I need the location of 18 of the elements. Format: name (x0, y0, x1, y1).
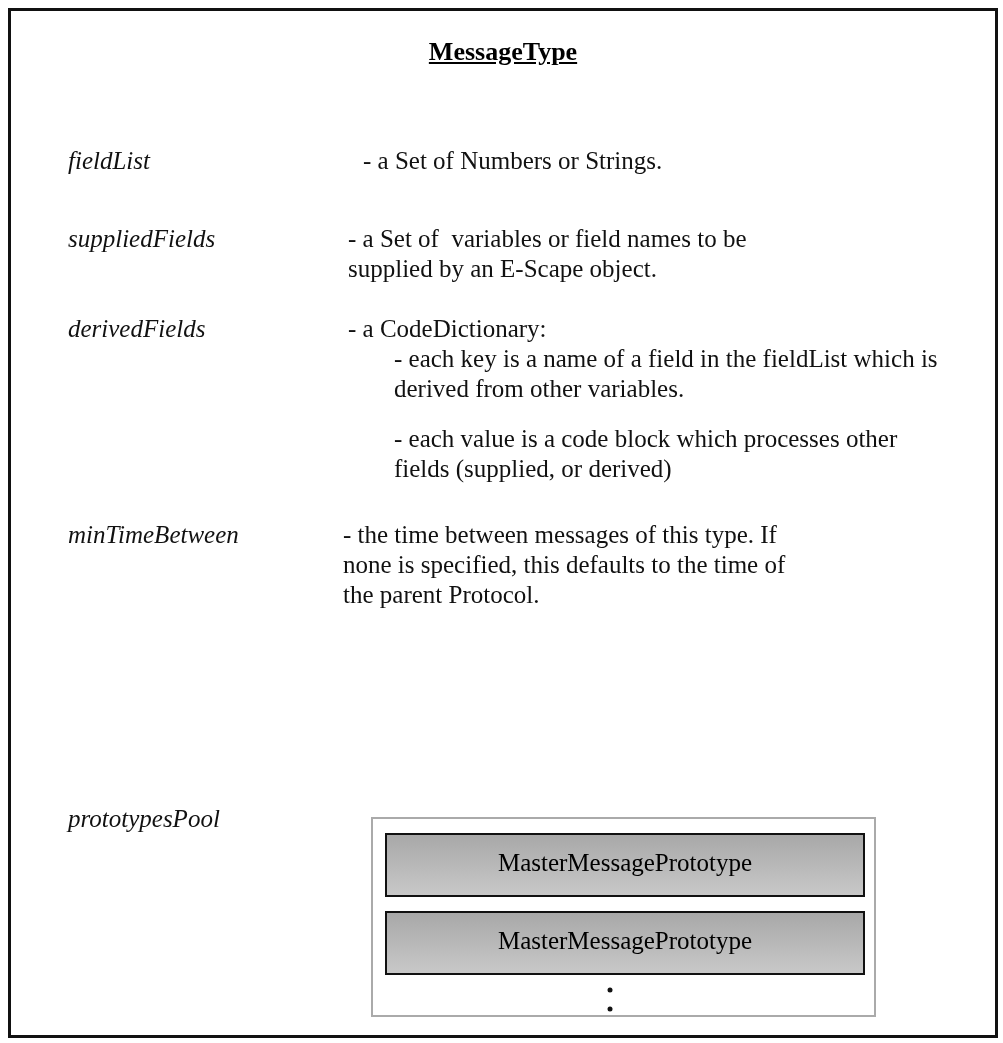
pool-box (371, 817, 876, 1017)
field-name: derivedFields (68, 314, 207, 344)
field-name: prototypesPool (68, 804, 221, 834)
class-box (8, 8, 998, 1038)
field-description: - a CodeDictionary: (348, 314, 548, 344)
field-description: - a Set of Numbers or Strings. (363, 146, 664, 176)
field-description: - the time between messages of this type. If none is specified, this defaults to the time of the parent Protocol. (343, 520, 787, 610)
prototype-box (385, 833, 865, 897)
prototype-box (385, 911, 865, 975)
class-title: MessageType (428, 37, 578, 67)
field-description: - each value is a code block which processes other fields (supplied, or derived) (394, 424, 899, 484)
field-name: minTimeBetween (68, 520, 240, 550)
field-description: - each key is a name of a field in the fieldList which is derived from other variables. (394, 344, 939, 404)
prototype-name: MasterMessagePrototype (497, 927, 753, 955)
field-name: suppliedFields (68, 224, 217, 254)
prototype-name: MasterMessagePrototype (497, 849, 753, 877)
field-description: - a Set of variables or field names to be supplied by an E-Scape object. (348, 224, 748, 284)
field-name: fieldList (68, 146, 152, 176)
